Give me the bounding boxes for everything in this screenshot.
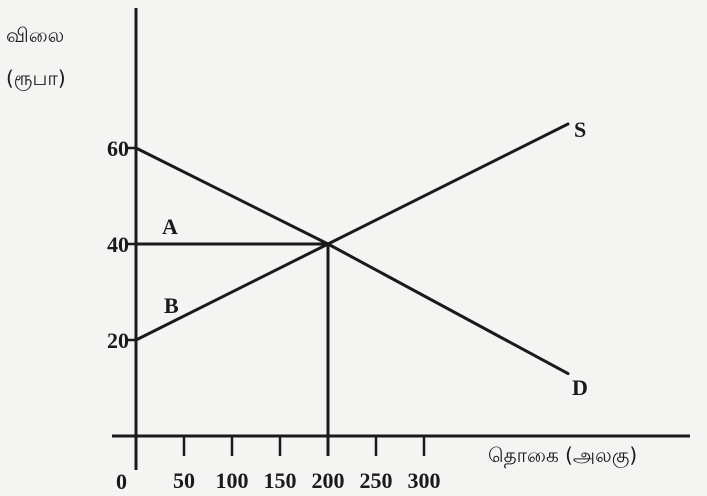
- x-tick-label: 100: [216, 468, 249, 493]
- x-tick-label: 50: [173, 468, 195, 493]
- x-axis-label: தொகை (அலகு): [488, 443, 637, 468]
- y-tick-label: 60: [107, 136, 129, 161]
- y-axis-unit-label: (ரூபா): [6, 66, 66, 91]
- series-label-s: S: [574, 117, 586, 142]
- region-label-a: A: [162, 214, 178, 239]
- y-tick-label: 20: [107, 328, 129, 353]
- x-tick-label: 300: [408, 468, 441, 493]
- demand-curve: [134, 146, 570, 376]
- x-tick-label: 200: [312, 468, 345, 493]
- region-label-b: B: [164, 293, 179, 318]
- supply-curve: [134, 122, 570, 342]
- x-ticks: 50 100 150 200 250 300: [173, 436, 441, 493]
- origin-label: 0: [116, 469, 127, 494]
- y-axis-label: விலை: [6, 23, 64, 47]
- y-ticks: 20 40 60: [107, 136, 136, 353]
- y-tick-label: 40: [107, 232, 129, 257]
- x-tick-label: 250: [360, 468, 393, 493]
- x-tick-label: 150: [264, 468, 297, 493]
- series-label-d: D: [572, 375, 588, 400]
